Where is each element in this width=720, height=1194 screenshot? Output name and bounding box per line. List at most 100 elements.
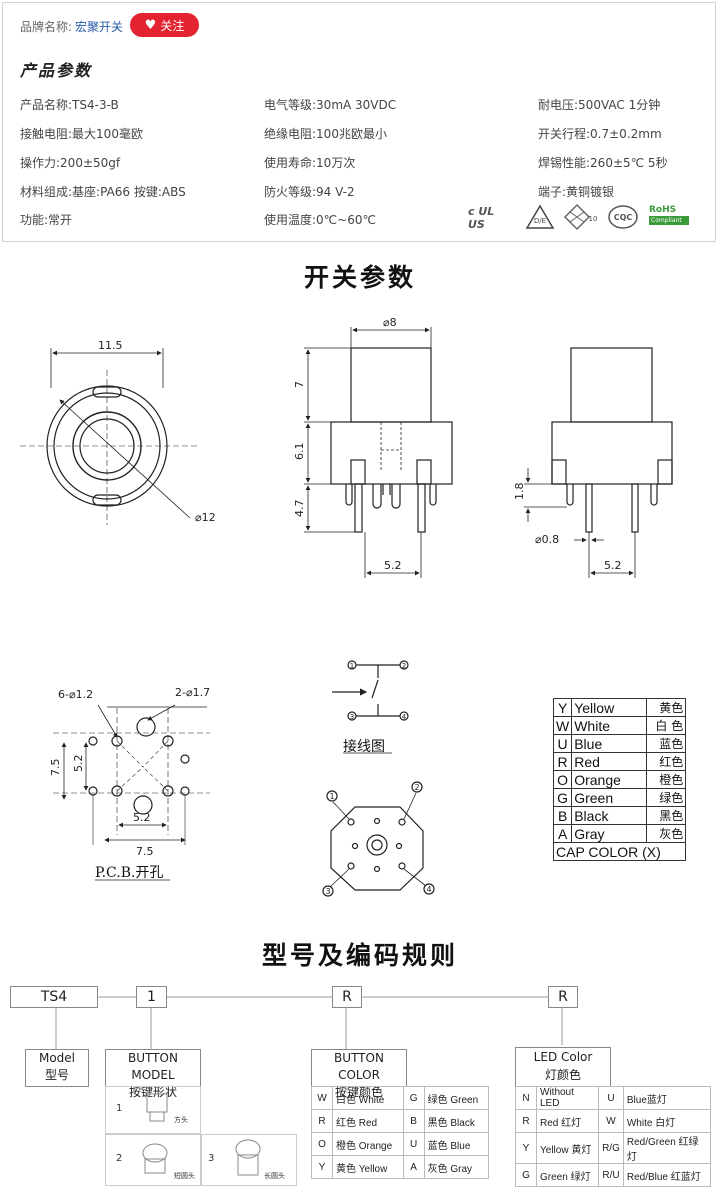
led-color-code: Y (515, 1132, 537, 1164)
cap-color-cn: 灰色 (646, 824, 687, 843)
led-color-name: Red/Green 红绿灯 (622, 1132, 712, 1164)
button-color-code: A (402, 1155, 425, 1179)
cap-color-cn: 黑色 (646, 806, 687, 825)
button-color-name: 黄色 Yellow (332, 1155, 404, 1179)
short-round-cap-icon (142, 1143, 168, 1174)
cap-color-cn: 蓝色 (646, 734, 687, 753)
shape-3-num: 3 (208, 1153, 215, 1164)
cap-color-en: Green (571, 788, 648, 807)
wiring-pin-2: 2 (402, 662, 406, 670)
cap-color-en: Gray (571, 824, 648, 843)
spec-product-name: 产品名称:TS4-3-B (20, 98, 119, 112)
button-color-en: BUTTON COLOR (334, 1051, 384, 1082)
pcb-horizontal-52: 5.2 (133, 811, 151, 824)
spec-insulation: 绝缘电阻:100兆欧最小 (264, 127, 387, 141)
pcb-hole-6: 6-⌀1.2 (58, 688, 93, 701)
button-color-code: Y (311, 1155, 333, 1179)
vde-cert-icon: D/E (525, 204, 555, 229)
cap-color-code: R (552, 752, 573, 771)
cap-color-footer: CAP COLOR (X) (552, 842, 687, 861)
led-color-name: Red/Blue 红蓝灯 (622, 1163, 712, 1187)
shape-3-cell: 3 长圆头 (201, 1134, 297, 1186)
led-color-code: W (598, 1109, 624, 1133)
button-color-name: 白色 White (332, 1086, 404, 1110)
spec-withstand-voltage: 耐电压:500VAC 1分钟 (538, 98, 661, 112)
dim-pin-spacing-front: 5.2 (384, 559, 402, 572)
spec-life: 使用寿命:10万次 (264, 156, 356, 170)
bottom-pin-2: 2 (414, 783, 419, 792)
cap-color-code: B (552, 806, 573, 825)
spec-rating: 电气等级:30mA 30VDC (264, 98, 397, 112)
cap-color-cn: 白 色 (646, 716, 687, 735)
spec-flammability: 防火等级:94 V-2 (264, 185, 355, 199)
dim-cap-diameter: ⌀8 (383, 316, 397, 329)
rohs-sub: Compliant (649, 216, 689, 225)
brand-label: 品牌名称: (20, 20, 73, 34)
wiring-pin-1: 1 (350, 662, 354, 670)
square-cap-icon (146, 1093, 168, 1122)
vde-text: D/E (534, 217, 546, 225)
follow-label: 关注 (160, 18, 185, 33)
led-color-cn: 灯颜色 (544, 1068, 581, 1082)
button-color-name: 红色 Red (332, 1109, 404, 1133)
led-color-name: Green 绿灯 (535, 1163, 600, 1187)
cap-color-en: Orange (571, 770, 648, 789)
cap-color-code: U (552, 734, 573, 753)
long-round-cap-icon (235, 1139, 261, 1176)
button-shapes-panel: 1 方头 2 短圆头 3 长圆头 (105, 1086, 297, 1186)
wiring-pin-4: 4 (402, 713, 407, 721)
led-color-name: Yellow 黄灯 (535, 1132, 600, 1164)
spec-solderability: 焊锡性能:260±5℃ 5秒 (538, 156, 668, 170)
cqc-text: CQC (614, 213, 633, 222)
dim-top-diameter: ⌀12 (195, 511, 216, 524)
brand-name-link[interactable]: 宏聚开关 (75, 20, 124, 34)
cap-color-cn: 橙色 (646, 770, 687, 789)
led-color-en: LED Color (533, 1050, 593, 1064)
ten-cert-icon: 10 (563, 203, 597, 231)
dim-height-61: 6.1 (293, 443, 306, 461)
button-color-code: G (402, 1086, 425, 1110)
pcb-vertical-75: 7.5 (49, 759, 62, 777)
shape-2-num: 2 (116, 1153, 123, 1164)
wiring-caption: 接线图 (343, 738, 385, 755)
heart-icon: ♥ (144, 17, 157, 33)
dim-pin-diameter: ⌀0.8 (535, 533, 559, 546)
shape-1-cell: 1 方头 (105, 1086, 201, 1134)
shape-1-num: 1 (116, 1103, 123, 1114)
pcb-horizontal-75: 7.5 (136, 845, 154, 858)
model-legend: Model 型号 (25, 1049, 89, 1087)
rohs-text: RoHS (649, 205, 677, 215)
switch-params-title: 开关参数 (303, 263, 416, 292)
led-color-name: Red 红灯 (535, 1109, 600, 1133)
code-box-series: TS4 (10, 986, 98, 1008)
button-model-cn: 按键形状 (128, 1085, 177, 1099)
code-box-led-color: R (548, 986, 578, 1008)
led-color-name: White 白灯 (622, 1109, 712, 1133)
shape-1-label: 方头 (174, 1116, 188, 1124)
shape-2-cell: 2 短圆头 (105, 1134, 201, 1186)
code-box-button-model: 1 (136, 986, 167, 1008)
button-model-legend: BUTTON MODEL 按键形状 (105, 1049, 201, 1099)
switch-drawings: 11.5 ⌀12 ⌀8 7 6.1 4.7 5.2 1.8 ⌀0.8 5.2 6… (20, 316, 673, 897)
led-color-name: Blue蓝灯 (622, 1086, 712, 1110)
follow-button[interactable]: ♥ 关注 (130, 13, 199, 37)
cap-color-code: G (552, 788, 573, 807)
spec-temperature: 使用温度:0℃~60℃ (264, 213, 376, 227)
rohs-cert-icon: RoHS Compliant (649, 204, 689, 230)
spec-terminal: 端子:黄铜镀银 (538, 185, 615, 199)
model-legend-en: Model (38, 1051, 76, 1065)
led-color-code: G (515, 1163, 537, 1187)
button-color-code: R (311, 1109, 333, 1133)
